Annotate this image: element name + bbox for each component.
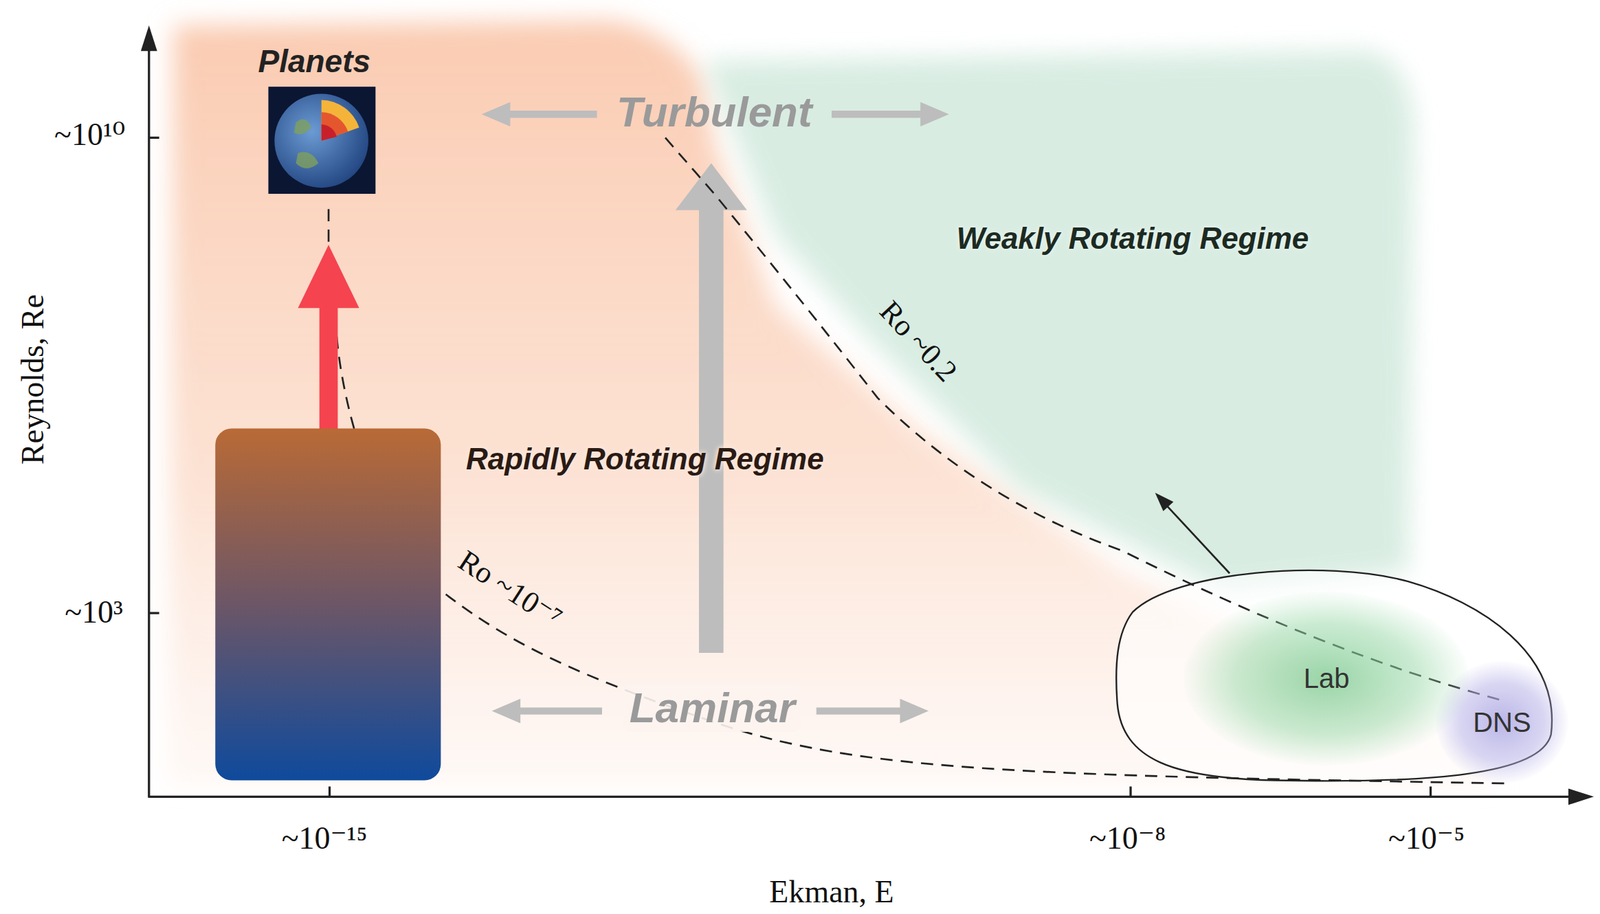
rapid-region xyxy=(168,20,1501,786)
region-text: Lab xyxy=(1303,663,1350,695)
tick-label: ~10¹⁰ xyxy=(54,117,126,153)
planet-range-column xyxy=(215,428,441,781)
tick-label: ~10⁻⁵ xyxy=(1388,821,1465,857)
laminar-label: Laminar xyxy=(624,684,801,732)
lab-region: Lab xyxy=(1183,591,1470,765)
regime-label: Weakly Rotating Regime xyxy=(956,221,1310,255)
tick-label: ~10⁻⁸ xyxy=(1089,821,1166,857)
planet-icon xyxy=(268,86,376,194)
axis-title: Ekman, E xyxy=(769,874,894,910)
lab-arrow xyxy=(1155,492,1230,574)
ro-curves xyxy=(328,137,1510,784)
axes xyxy=(140,25,1594,805)
red-arrow xyxy=(298,244,360,439)
axis-title: Reynolds, Re xyxy=(15,294,51,465)
tick-label: ~10⁻¹⁵ xyxy=(281,821,368,857)
tick-label: ~10³ xyxy=(64,595,124,631)
region-text: DNS xyxy=(1472,707,1531,739)
regime-label: Rapidly Rotating Regime xyxy=(465,442,825,476)
planets-label: Planets xyxy=(257,43,371,80)
turbulent-label: Turbulent xyxy=(616,88,813,136)
